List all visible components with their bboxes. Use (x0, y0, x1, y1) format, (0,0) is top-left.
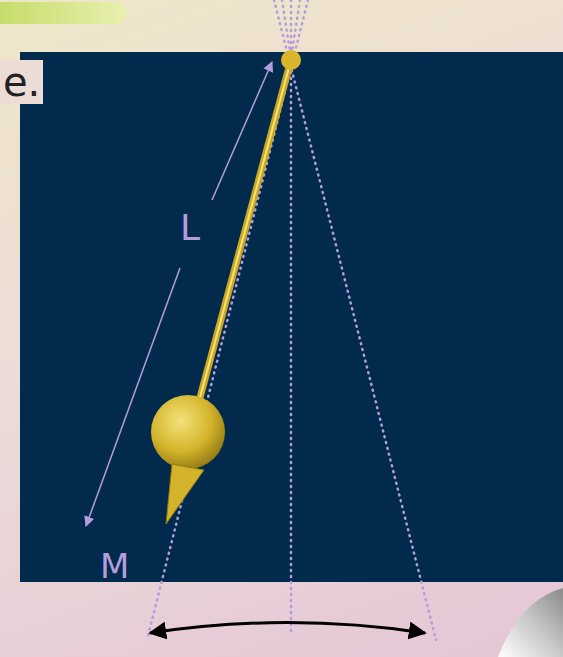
mass-label: M (100, 548, 129, 585)
bob-tip (166, 464, 204, 524)
heading-fragment: e. (0, 60, 43, 104)
page-curl (498, 588, 563, 657)
pivot (281, 50, 301, 70)
rod-highlight (198, 60, 291, 405)
length-arrow (86, 62, 272, 526)
pendulum-rod (198, 60, 291, 405)
guide-lines (148, 0, 436, 640)
length-label: L (180, 208, 200, 248)
pendulum-bob (151, 395, 225, 469)
swing-arc (150, 623, 425, 634)
decor-band (0, 2, 128, 24)
